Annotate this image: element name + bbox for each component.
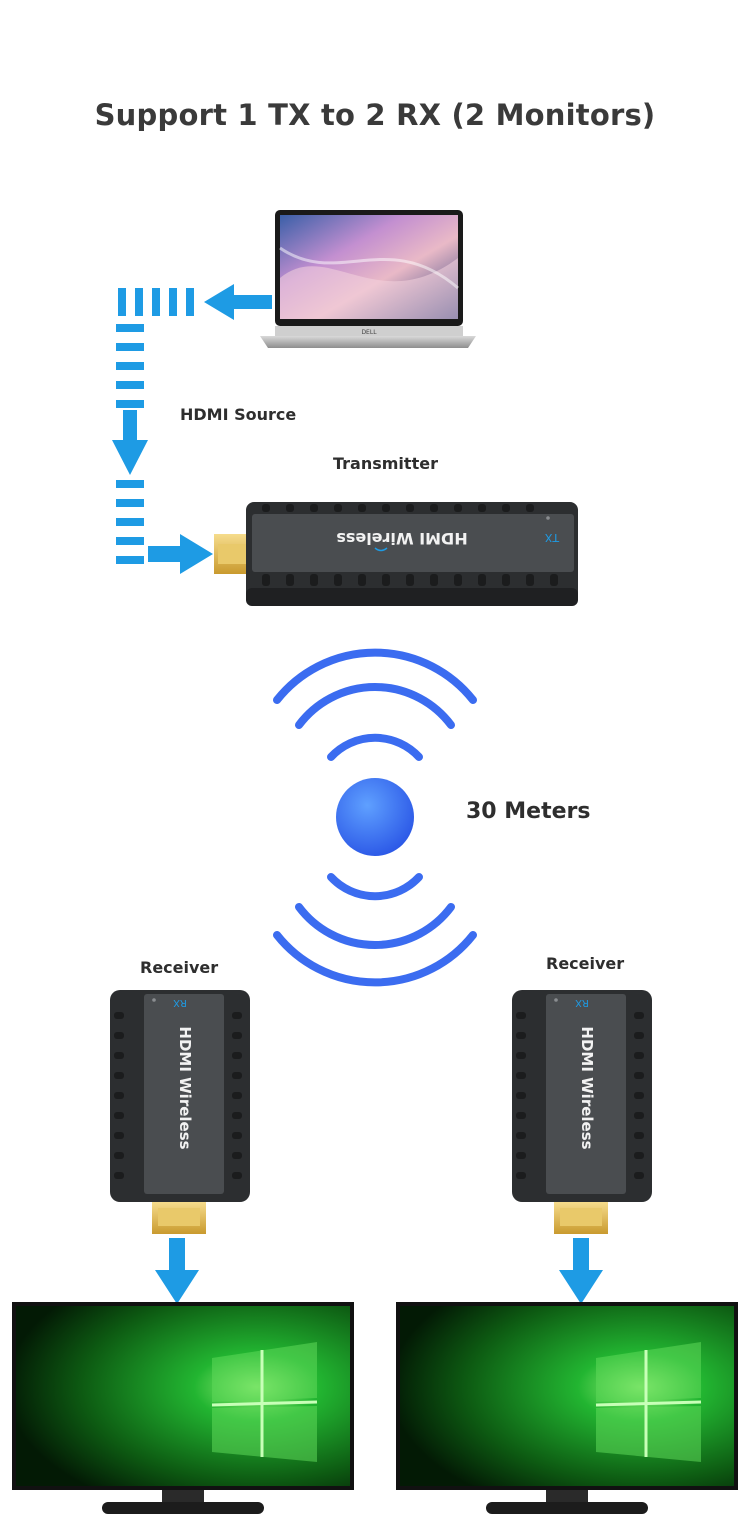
monitor-right bbox=[396, 1302, 738, 1514]
arrow-to-right-monitor bbox=[559, 1238, 603, 1304]
laptop-image: DELL bbox=[260, 210, 476, 348]
receiver-left-label: Receiver bbox=[140, 958, 219, 977]
distance-label: 30 Meters bbox=[466, 799, 591, 824]
receiver-left-device: HDMI Wireless RX bbox=[110, 990, 250, 1234]
transmitter-device: HDMI Wireless TX bbox=[214, 502, 578, 606]
laptop-brand: DELL bbox=[361, 329, 377, 336]
rx-right-badge: RX bbox=[575, 997, 589, 1008]
receiver-right-device: HDMI Wireless RX bbox=[512, 990, 652, 1234]
tx-badge: TX bbox=[544, 531, 560, 544]
hdmi-source-connection bbox=[112, 284, 272, 574]
receiver-right-label: Receiver bbox=[546, 954, 625, 973]
wireless-signal-icon bbox=[273, 648, 477, 987]
hdmi-source-label: HDMI Source bbox=[180, 405, 297, 424]
rx-left-badge: RX bbox=[173, 997, 187, 1008]
rx-left-device-text: HDMI Wireless bbox=[176, 1026, 194, 1149]
transmitter-label: Transmitter bbox=[333, 454, 438, 473]
arrow-to-left-monitor bbox=[155, 1238, 199, 1304]
page-title: Support 1 TX to 2 RX (2 Monitors) bbox=[94, 98, 656, 132]
monitor-left bbox=[12, 1302, 354, 1514]
rx-right-device-text: HDMI Wireless bbox=[578, 1026, 596, 1149]
tx-device-text: HDMI Wireless bbox=[336, 529, 467, 548]
